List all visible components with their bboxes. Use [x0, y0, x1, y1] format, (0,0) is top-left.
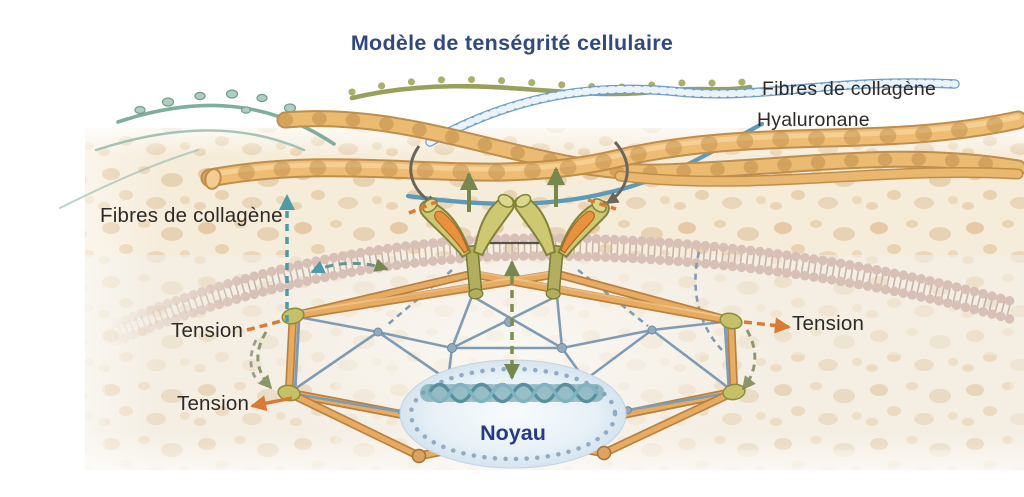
strut-foot — [411, 448, 427, 464]
tension-dash-segment — [587, 198, 617, 211]
label-tension-left-bottom: Tension — [177, 392, 250, 415]
dna-helix — [420, 382, 606, 404]
side-curve-arrow-right — [741, 329, 757, 391]
tension-arrow-right — [743, 317, 792, 334]
tension-dash-segment — [408, 200, 437, 215]
label-hyaluronan: Hyaluronane — [757, 109, 870, 131]
diagram-title: Modèle de tenségrité cellulaire — [350, 31, 674, 55]
collagen-fiber-bundles — [200, 110, 1024, 190]
label-tension-left-top: Tension — [171, 319, 244, 342]
label-collagen-fibers-top: Fibres de collagène — [762, 78, 936, 100]
tension-arrow-left-bottom — [250, 395, 293, 412]
annotation-arrows — [246, 166, 792, 412]
integrin-receptors — [418, 187, 611, 305]
plasma-membrane — [103, 233, 1015, 350]
hyaluronan-segmented-fiber — [425, 78, 960, 147]
tension-arrow-left-top — [246, 318, 286, 332]
side-curve-dash-gray — [249, 339, 260, 383]
nucleus — [399, 359, 627, 469]
label-collagen-fibers-left: Fibres de collagène — [100, 204, 283, 227]
label-nucleus: Noyau — [480, 421, 546, 445]
side-curve-arrow-left — [256, 331, 273, 390]
label-tension-right: Tension — [792, 312, 865, 335]
proteoglycan-fiber — [59, 89, 336, 209]
strut-foot — [596, 445, 612, 461]
tensegrity-joints — [277, 307, 746, 402]
bidirectional-curved-arrow — [310, 258, 389, 274]
